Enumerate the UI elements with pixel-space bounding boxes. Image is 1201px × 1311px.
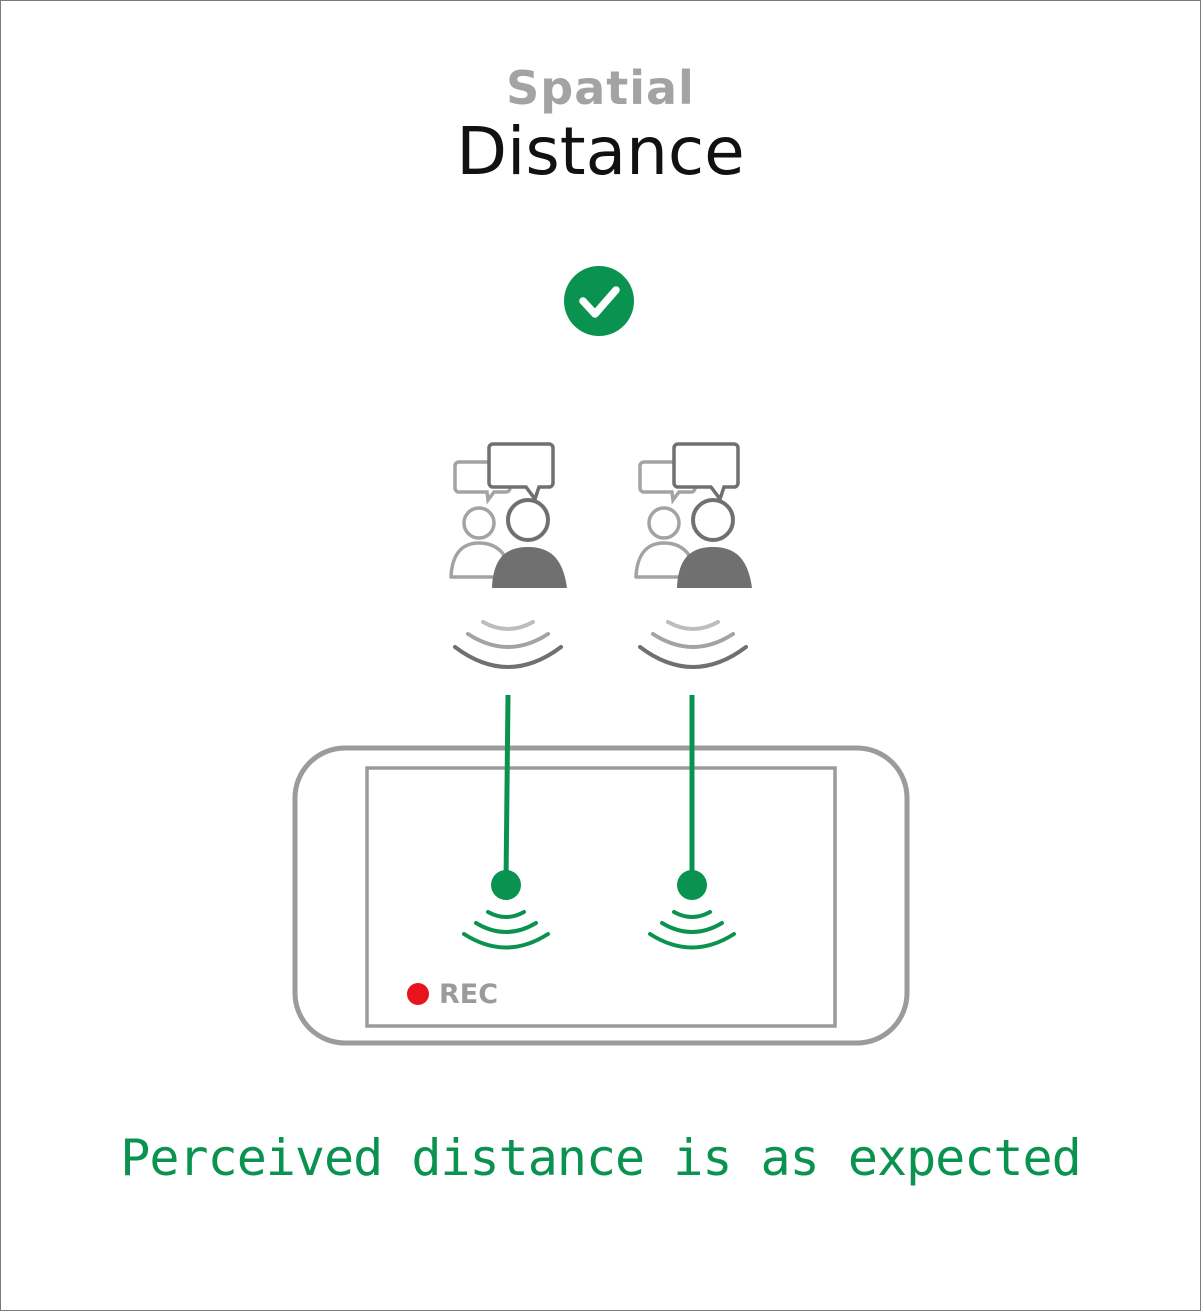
phone-landscape-icon [292,745,910,1046]
caption: Perceived distance is as expected [120,1129,1081,1187]
check-circle-icon [564,266,634,336]
recording-label: REC [439,979,499,1010]
title: Distance [456,113,745,190]
record-dot-icon [407,983,429,1005]
sound-path-left [462,694,550,950]
talking-people-icon [634,442,752,669]
talking-people-icon [449,442,567,669]
sound-path-right [648,695,736,950]
supertitle: Spatial [506,61,695,115]
